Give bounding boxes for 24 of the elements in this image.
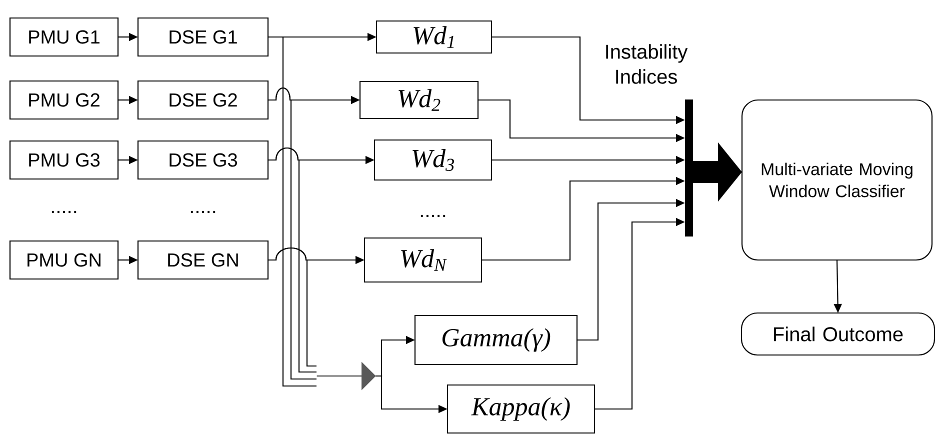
process-box: Wd$_{3}$ [374,139,492,181]
rounded-box: Multi-variate Moving Window Classifier [741,99,933,261]
process-box: Kappa(κ) [446,384,596,434]
block-arrow [316,362,376,390]
ellipsis: ..... [420,214,446,218]
connector-line [268,248,316,367]
process-box: PMU G2 [9,80,119,120]
process-box: PMU G1 [9,17,119,57]
process-box: Wd$_{2}$ [359,80,479,120]
process-box: Gamma(γ) [414,314,578,366]
connector-line [268,88,316,380]
process-box: PMU GN [9,240,119,280]
process-box: DSE G1 [137,17,269,57]
ellipsis: ..... [190,210,216,214]
process-box: DSE G2 [137,80,269,120]
process-box: Wd$_{N}$ [364,237,482,283]
ellipsis: ..... [52,210,76,214]
connector-line [268,147,316,373]
process-box: DSE GN [137,240,269,280]
process-box: PMU G3 [9,140,119,180]
process-box: DSE G3 [137,140,269,180]
caption-text: Instability Indices [606,44,688,84]
process-box: Wd$_{1}$ [376,20,492,54]
rounded-box: Final Outcome [740,312,936,356]
